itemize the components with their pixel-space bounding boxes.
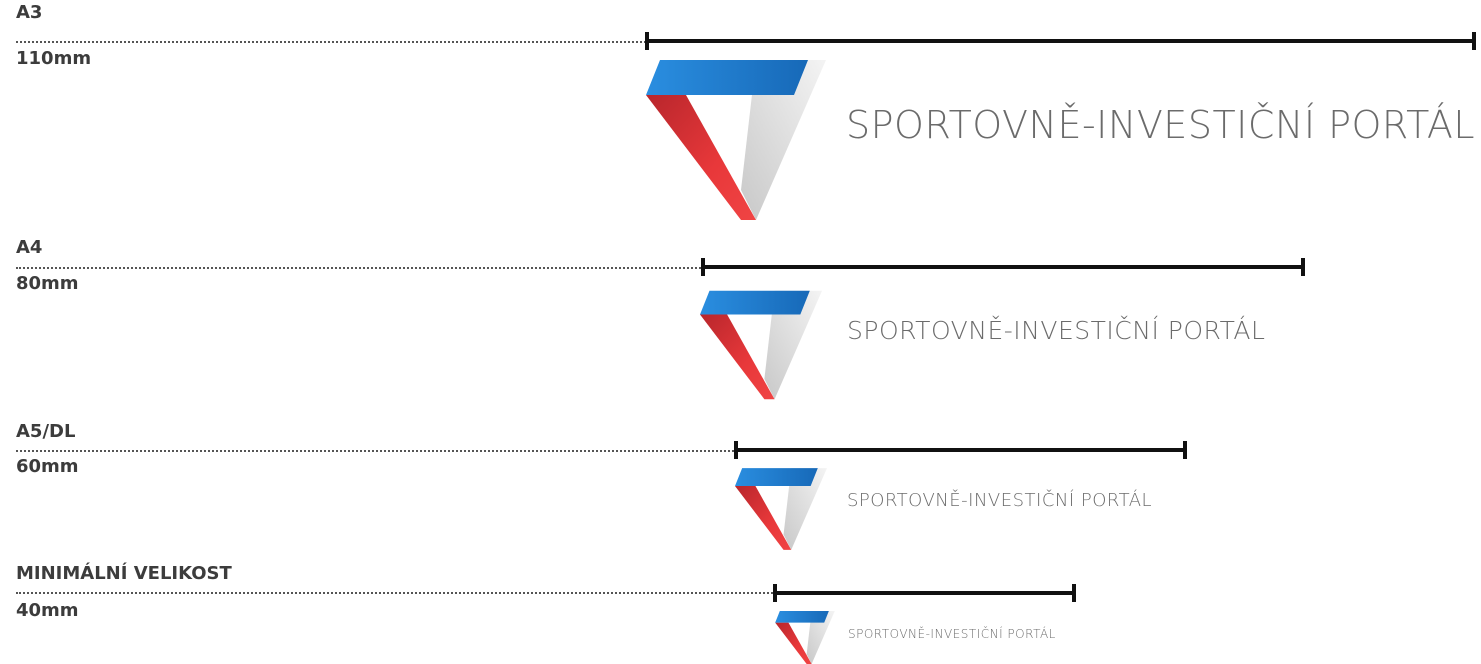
width-label: 40mm [16, 600, 79, 621]
logo-mark-icon [645, 60, 827, 220]
width-label: 60mm [16, 456, 79, 477]
logo-mark-icon [775, 611, 835, 664]
logo-text: SPORTOVNĚ-INVESTIČNÍ PORTÁL [848, 627, 1056, 641]
format-label: MINIMÁLNÍ VELIKOST [16, 563, 232, 584]
logo-mark-icon [700, 287, 822, 403]
logo-text: SPORTOVNĚ-INVESTIČNÍ PORTÁL [847, 316, 1266, 345]
width-label: 80mm [16, 273, 79, 294]
dotted-leader [16, 267, 701, 269]
dimension-bar [645, 32, 1476, 50]
dotted-leader [16, 592, 773, 594]
format-label: A5/DL [16, 421, 76, 442]
format-label: A3 [16, 2, 43, 23]
width-label: 110mm [16, 48, 92, 69]
logo-text: SPORTOVNĚ-INVESTIČNÍ PORTÁL [846, 103, 1475, 147]
dimension-bar [773, 584, 1076, 602]
format-label: A4 [16, 237, 43, 258]
dimension-bar [701, 258, 1305, 276]
dotted-leader [16, 450, 734, 452]
dotted-leader [16, 41, 646, 43]
logo-mark-icon [735, 465, 827, 553]
dimension-bar [734, 441, 1187, 459]
logo-text: SPORTOVNĚ-INVESTIČNÍ PORTÁL [847, 490, 1153, 511]
